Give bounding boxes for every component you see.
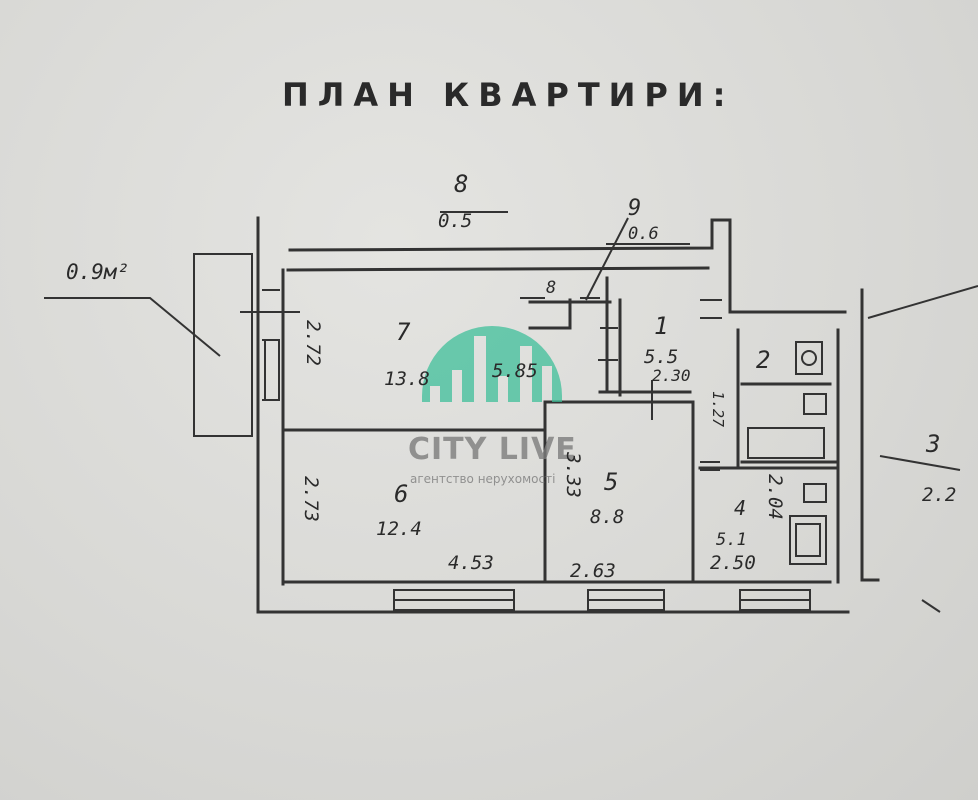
bathtub-fixture [747,427,825,459]
kitchen-width: 2.50 [710,552,756,574]
room-3-area: 2.2 [922,484,957,506]
room-6-height: 2.73 [299,476,322,522]
inner-wall-top [286,266,710,272]
stove-fixture [789,515,827,565]
room-3-number: 3 [926,430,941,458]
room-8-number: 8 [454,170,469,198]
leader-room9 [585,217,690,301]
room-1-number: 1 [654,312,669,340]
wall-pantry-top [528,298,572,330]
room-6-width: 4.53 [448,552,494,574]
room-4-area: 5.1 [716,530,747,550]
leader-room3 [879,455,961,471]
room-6-number: 6 [394,480,409,508]
room-5-height: 3.33 [561,452,584,498]
outer-wall-top [288,218,732,314]
watermark-subtitle: агентство нерухомості [410,472,556,486]
room-7-area: 13.8 [384,368,430,390]
room-7-height: 2.72 [301,320,324,366]
room-4-number: 4 [734,496,747,520]
sink-fixture [803,393,827,415]
room-8-inner-number: 8 [546,278,557,298]
city-live-logo [422,326,562,402]
room-5-area: 8.8 [590,506,625,528]
room-9-number: 9 [628,196,642,221]
room-2-number: 2 [756,346,771,374]
room-5-number: 5 [604,468,619,496]
watermark-name: CITY LIVE [408,432,577,467]
room-6-area: 12.4 [376,518,422,540]
balcony-door [264,339,280,401]
toilet-fixture [795,341,823,375]
kitchen-height: 2.04 [763,474,786,520]
room-9-area: 0.6 [628,224,659,244]
hall-height: 1.27 [709,390,728,428]
outer-wall-left [256,216,850,614]
room-7-number: 7 [396,318,411,346]
leader-balcony [44,297,221,357]
balcony [193,253,253,437]
hall-width: 2.30 [652,366,691,385]
room-1-area: 5.5 [644,346,679,368]
room-8-area: 0.5 [438,210,473,232]
plan-title: ПЛАН КВАРТИРИ: [282,76,735,114]
balcony-area: 0.9м² [66,260,130,284]
kitchen-sink-fixture [803,483,827,503]
wall-outer-right [860,288,880,582]
room-7-width: 5.85 [492,360,538,382]
room-5-width: 2.63 [570,560,616,582]
